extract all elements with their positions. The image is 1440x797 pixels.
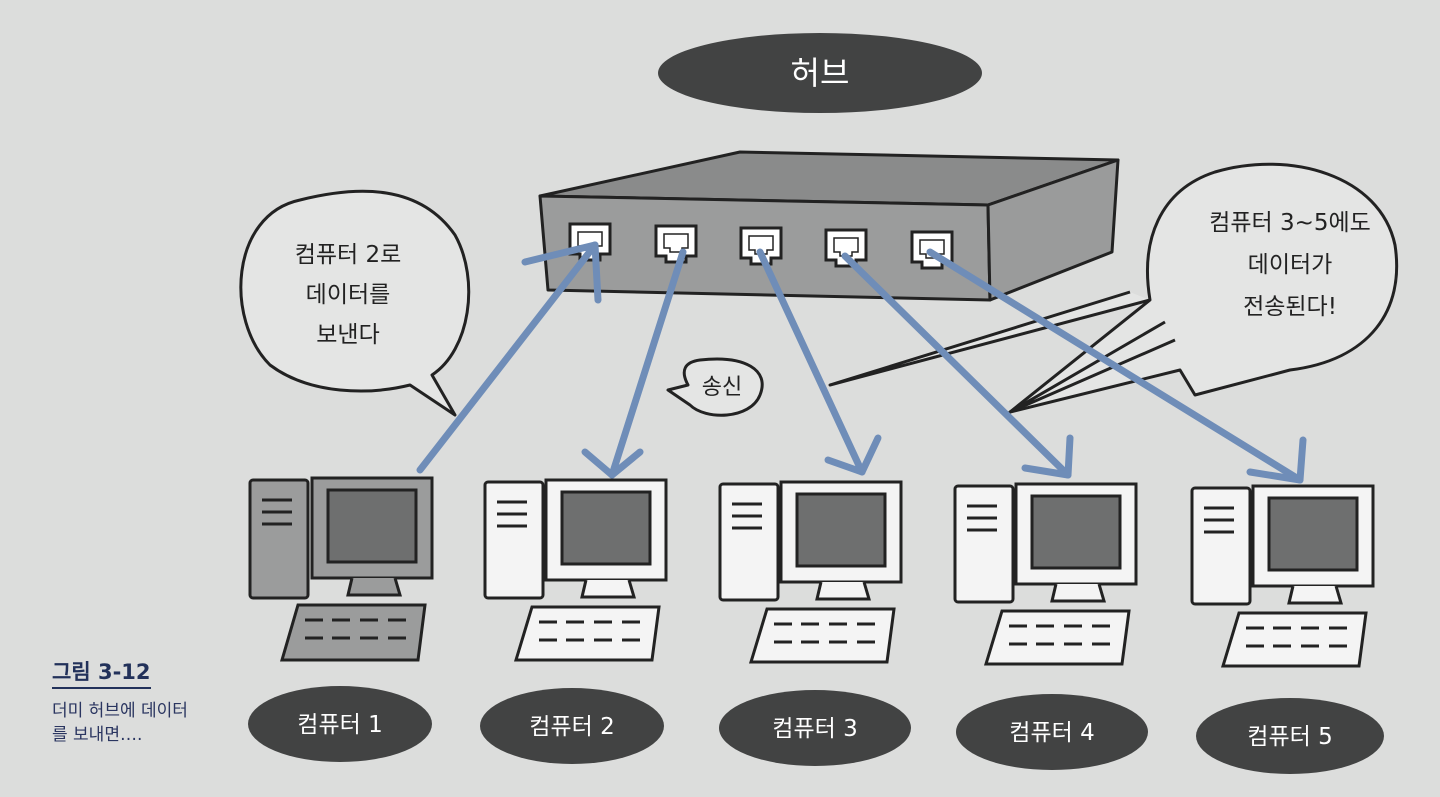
speech-bubble-left: 컴퓨터 2로 데이터를 보낸다 [239,189,471,417]
speech-bubble-right: 컴퓨터 3~5에도 데이터가 전송된다! [828,162,1399,414]
computer-label-3: 컴퓨터 3 [772,716,857,742]
figure-caption: 그림 3-12 더미 허브에 데이터 를 보내면…. [52,656,252,747]
data-flow-arrows [416,241,1307,484]
bubble-left-line-3: 보낸다 [316,322,379,348]
figure-caption-title: 그림 3-12 [52,656,151,689]
arrow-hub-to-pc4 [841,252,1074,479]
computer-label-pill-1: 컴퓨터 1 [248,686,432,762]
computer-1 [248,476,434,662]
arrow-pc1-to-hub [416,241,602,474]
hub-label: 허브 [791,54,850,92]
computer-label-pill-5: 컴퓨터 5 [1196,698,1384,774]
hub-port-2 [654,224,698,264]
hub-device [538,150,1120,302]
computer-label-1: 컴퓨터 1 [297,712,382,738]
computer-label-5: 컴퓨터 5 [1247,724,1332,750]
speech-bubble-send: 송신 [666,357,764,417]
computer-4 [953,482,1138,666]
computer-label-pill-4: 컴퓨터 4 [956,694,1148,770]
computer-2 [483,478,668,662]
hub-port-3 [739,226,783,266]
bubble-right-line-3: 전송된다! [1243,294,1337,320]
bubble-right-line-2: 데이터가 [1248,252,1333,278]
computer-label-2: 컴퓨터 2 [529,714,614,740]
figure-caption-text: 더미 허브에 데이터 를 보내면…. [52,699,252,747]
bubble-send-label: 송신 [702,375,742,400]
figure-caption-line-1: 더미 허브에 데이터 [52,701,188,721]
arrow-hub-to-pc2 [581,248,687,479]
hub-label-pill: 허브 [658,33,982,113]
arrow-hub-to-pc5 [926,248,1307,484]
figure-caption-line-2: 를 보내면…. [52,725,143,745]
bubble-left-line-2: 데이터를 [306,282,391,308]
arrow-hub-to-pc3 [756,248,882,476]
computer-3 [718,480,903,664]
computer-label-4: 컴퓨터 4 [1009,720,1094,746]
computer-5 [1190,484,1375,668]
bubble-left-line-1: 컴퓨터 2로 [295,242,402,268]
computer-label-pill-3: 컴퓨터 3 [719,690,911,766]
bubble-right-line-1: 컴퓨터 3~5에도 [1209,210,1371,236]
computer-label-pill-2: 컴퓨터 2 [480,688,664,764]
